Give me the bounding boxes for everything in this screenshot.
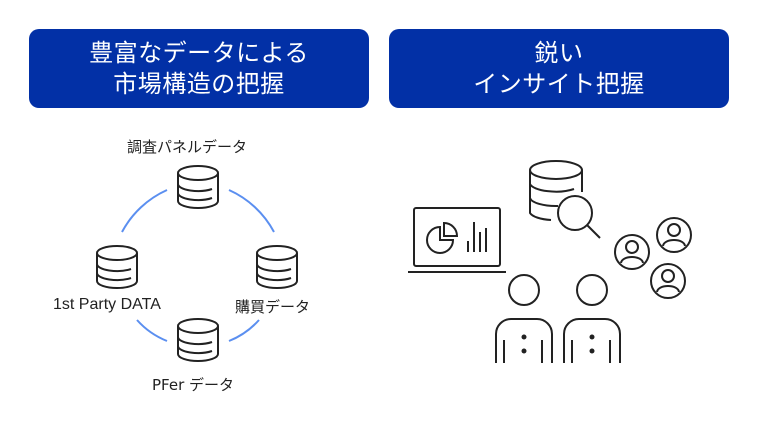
arc-bottom-right xyxy=(228,319,260,342)
banner-market-structure: 豊富なデータによる 市場構造の把握 xyxy=(29,29,369,108)
banner-insight: 鋭い インサイト把握 xyxy=(389,29,729,108)
database-icon-purchase xyxy=(256,245,298,289)
laptop-dashboard-icon xyxy=(408,207,506,273)
connector-arcs xyxy=(121,189,275,342)
banner-line-2: インサイト把握 xyxy=(473,69,645,98)
banner-line-2: 市場構造の把握 xyxy=(113,69,285,98)
user-avatar-icon xyxy=(650,263,686,299)
user-avatar-icon xyxy=(614,234,650,270)
database-icon-pfer xyxy=(177,318,219,362)
banner-line-1: 鋭い xyxy=(534,38,584,67)
database-icon-1st-party xyxy=(96,245,138,289)
person-icon xyxy=(495,274,553,364)
person-icon xyxy=(563,274,621,364)
label-pfer-data: PFer データ xyxy=(152,376,235,394)
label-purchase-data: 購買データ xyxy=(235,298,311,316)
label-survey-panel-data: 調査パネルデータ xyxy=(127,138,248,156)
database-search-icon xyxy=(529,160,601,239)
database-icon-survey xyxy=(177,165,219,209)
banner-line-1: 豊富なデータによる xyxy=(89,38,309,67)
label-1st-party-data: 1st Party DATA xyxy=(53,296,161,313)
arc-bottom-left xyxy=(136,319,168,342)
arc-top-left xyxy=(121,189,168,233)
arc-top-right xyxy=(228,189,275,233)
user-avatar-icon xyxy=(656,217,692,253)
